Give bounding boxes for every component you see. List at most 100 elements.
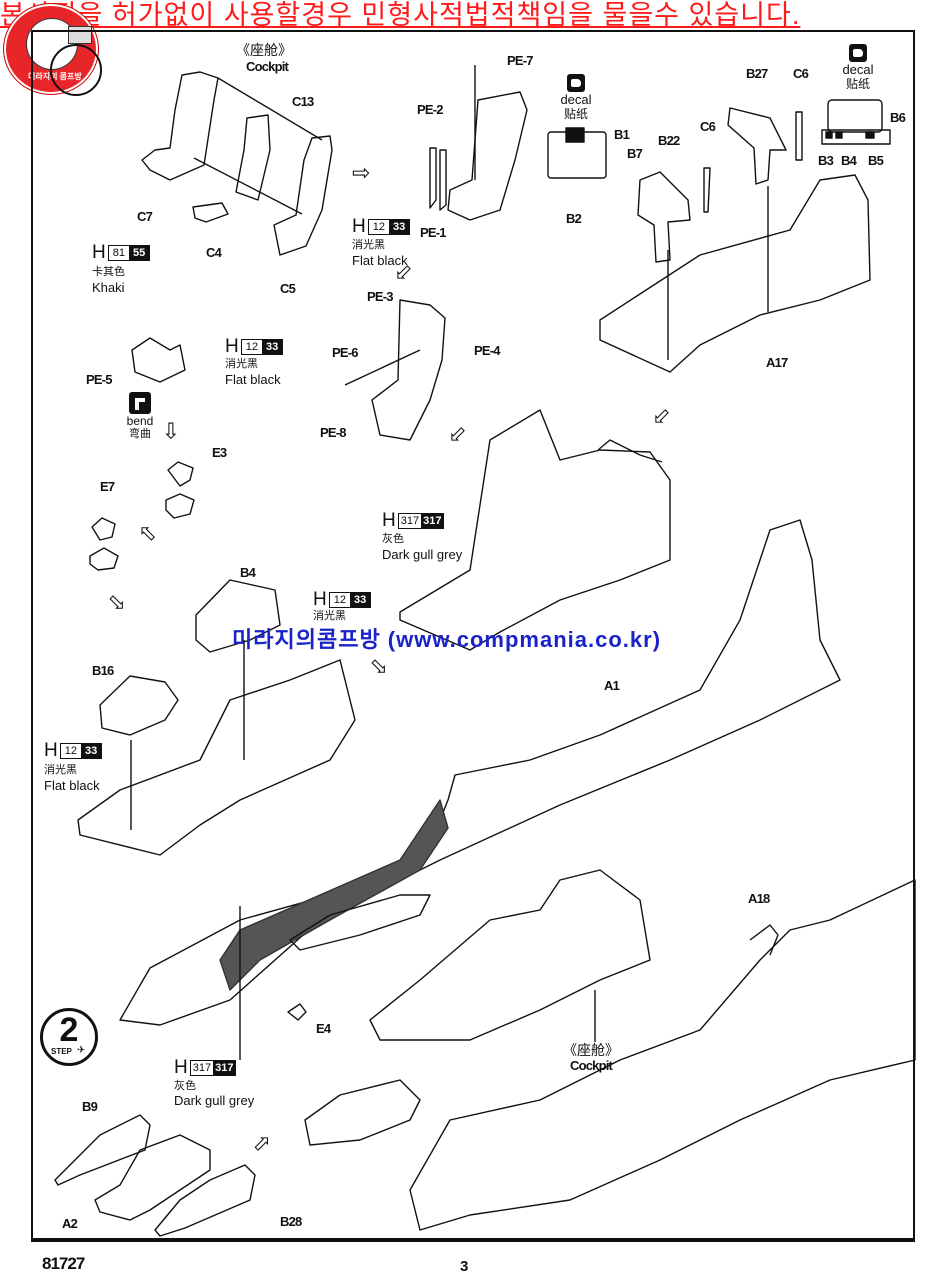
part-c4-shape [192,202,229,223]
paint-code-a: 12 [241,340,262,354]
part-label-b28: B28 [280,1214,302,1229]
part-label-b4-large: B4 [240,565,256,580]
cockpit-tub-assembled [399,409,671,651]
frame-top-rule [31,30,915,32]
part-label-b7: B7 [627,146,643,161]
paint-code-a: 12 [60,744,81,758]
part-c6-shape-2 [795,111,803,161]
cockpit-title-cn: 《座舱》 [236,42,292,58]
step1-badge [50,44,102,96]
part-c7-shape [141,71,219,181]
part-label-pe1: PE-1 [420,225,446,240]
part-label-b5: B5 [868,153,884,168]
part-label-pe2: PE-2 [417,102,443,117]
part-label-e3: E3 [212,445,227,460]
cockpit-assembly-final [369,869,651,1041]
part-label-pe6: PE-6 [332,345,358,360]
paint-prefix: H [174,1057,188,1078]
assembly-line [217,77,323,141]
direction-arrow-icon: ⇨ [352,160,371,185]
cockpit-title-en: Cockpit [246,59,289,74]
paint-code-a: 81 [108,246,129,260]
paint-prefix: H [382,510,396,531]
part-b27-shape [727,107,787,185]
paint-prefix: H [44,740,58,761]
paint-code-b: 33 [388,220,410,234]
paint-prefix: H [352,216,366,237]
decal-callout: decal 贴纸 [558,74,594,121]
part-label-pe3: PE-3 [367,289,393,304]
decal-icon [567,74,585,92]
paint-code-b: 317 [213,1061,236,1075]
seat-assembly-3 [371,299,446,441]
paint-name-cn-khaki: 卡其色 [92,266,125,278]
part-label-c5: C5 [280,281,296,296]
part-label-pe4: PE-4 [474,343,500,358]
paint-code-a: 317 [190,1061,214,1075]
part-label-b4: B4 [841,153,857,168]
paint-prefix: H [225,336,239,357]
frame-bottom-rule [31,1240,915,1242]
part-label-c4: C4 [206,245,222,260]
paint-name-en: Dark gull grey [174,1093,255,1108]
part-a18-fuselage [409,879,916,1231]
part-label-a17: A17 [766,355,788,370]
step-badge: 2 STEP ✈ [40,1008,98,1066]
part-c6-shape [703,167,711,213]
bend-label-en: bend [126,414,154,428]
part-pe5-shape [131,337,186,383]
part-e4-shape [287,1003,307,1021]
paint-code-b: 33 [261,340,283,354]
decal-label-en: decal [560,92,592,107]
part-label-c7: C7 [137,209,153,224]
bend-label-cn: 弯曲 [129,428,151,440]
cockpit-title-en-2: Cockpit [570,1058,613,1073]
paint-name-cn: 灰色 [382,533,404,545]
part-label-b1: B1 [614,127,630,142]
bend-callout: bend 弯曲 [122,392,158,441]
part-label-pe5: PE-5 [86,372,112,387]
part-b9-shape [54,1114,151,1186]
seat-assembly-2 [447,91,528,221]
part-label-c6-2: C6 [793,66,809,81]
paint-prefix: H [92,242,106,263]
part-tail-section [304,1079,421,1146]
paint-name-en: Flat black [352,253,408,268]
paint-name-cn: 消光黑 [352,239,385,251]
decal-label-cn: 贴纸 [563,107,588,121]
paint-code-a: 317 [398,514,422,528]
paint-name-en: Flat black [225,372,281,387]
decal-label-cn: 贴纸 [845,77,870,91]
paint-code-b: 33 [80,744,102,758]
part-label-a18: A18 [748,891,770,906]
instrument-panel-b6 [827,99,883,133]
kit-number: 81727 [42,1254,85,1273]
part-b16-shape [99,675,179,736]
part-label-b3: B3 [818,153,834,168]
part-label-pe7: PE-7 [507,53,533,68]
paint-name-cn: 消光黑 [313,610,346,622]
part-c5-shape [273,135,333,256]
page-number: 3 [460,1258,469,1275]
part-label-b27: B27 [746,66,768,81]
part-b28-shape [154,1164,256,1237]
dark-gull-grey-panel [219,799,449,991]
paint-name-en: Flat black [44,778,100,793]
cockpit-tub-assembled-2 [77,659,356,856]
site-watermark: 미라지의콤프방 (www.compmania.co.kr) [232,627,662,652]
bend-icon [129,392,151,414]
paint-name-cn: 灰色 [174,1080,196,1092]
part-e7-shape [91,517,116,541]
